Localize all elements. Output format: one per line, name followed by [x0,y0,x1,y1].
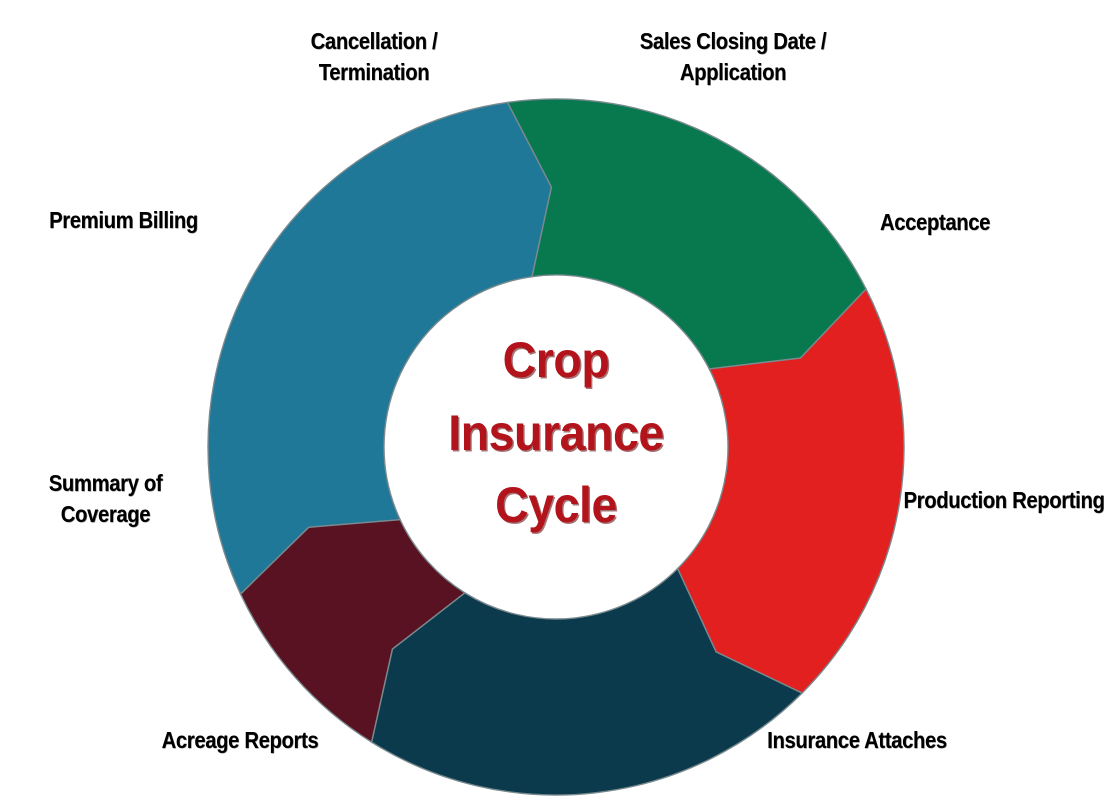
label-insurance-attaches: Insurance Attaches [767,727,947,753]
center-title: Crop Insurance Cycle [389,324,724,542]
label-cancellation-termination: Cancellation / Termination [310,28,438,86]
label-sales-closing-date-application: Sales Closing Date / Application [639,28,827,86]
ring-segment-production-insurance[interactable] [676,287,905,694]
label-acreage-reports: Acreage Reports [161,727,319,753]
center-title-line-2: Insurance [448,404,664,461]
label-acceptance: Acceptance [879,209,991,235]
label-premium-billing: Premium Billing [49,207,198,233]
label-summary-of-coverage: Summary of Coverage [48,470,163,528]
center-title-line-3: Cycle [495,477,617,533]
ring-segment-acreage-summary[interactable] [370,567,804,796]
ring-segment-premium-billing[interactable] [239,518,467,744]
label-production-reporting: Production Reporting [903,487,1105,513]
ring-segment-acceptance[interactable] [506,98,867,370]
ring-segment-cancellation-sales-closing[interactable] [207,101,553,596]
ring-segments [207,98,905,796]
center-title-line-1: Crop [502,332,610,388]
